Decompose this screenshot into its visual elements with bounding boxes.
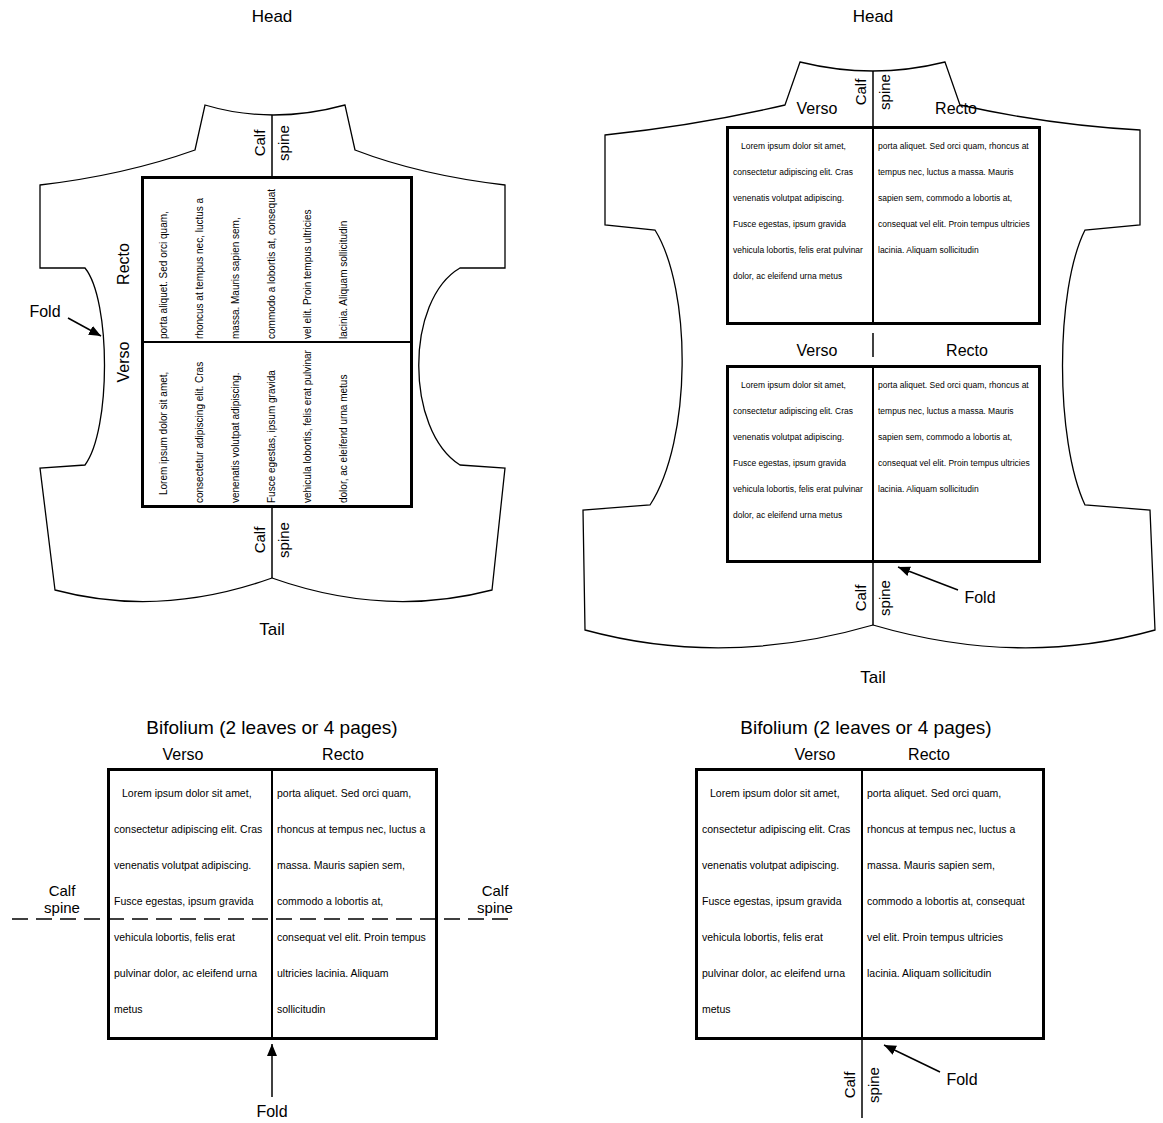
bifolium: Bifolium (2 leaves or 4 pages)VersoLorem…: [695, 712, 1045, 1040]
fold-arrow: [898, 567, 958, 590]
page-text: Lorem ipsum dolor sit amet, consectetur …: [733, 133, 868, 289]
bifolium: Bifolium (2 leaves or 4 pages)VersoLorem…: [107, 712, 438, 1040]
page: VersoLorem ipsum dolor sit amet, consect…: [726, 365, 873, 563]
page-heading: Recto: [115, 243, 133, 285]
fold-arrow: [68, 318, 101, 336]
spine-line: [271, 508, 273, 578]
page-text: porta aliquet. Sed orci quam, rhoncus at…: [277, 775, 431, 1027]
calf-spine-label: Calf spine: [44, 882, 80, 917]
page: VersoLorem ipsum dolor sit amet, consect…: [141, 342, 413, 508]
spine-line-dashed: [12, 918, 515, 920]
spine-line: [872, 563, 874, 625]
page-heading: Recto: [946, 342, 988, 360]
page: VersoLorem ipsum dolor sit amet, consect…: [695, 768, 862, 1040]
page-heading: Verso: [797, 100, 838, 118]
page-text: Lorem ipsum dolor sit amet, consectetur …: [733, 372, 868, 528]
page-heading: Verso: [797, 342, 838, 360]
calf-spine-label: Calf spine: [838, 1067, 886, 1103]
fold-label: Fold: [29, 303, 60, 321]
fold-label: Fold: [256, 1103, 287, 1121]
page-heading: Recto: [935, 100, 977, 118]
fold-arrow: [271, 1044, 273, 1097]
page-text: Lorem ipsum dolor sit amet, consectetur …: [146, 345, 362, 503]
fold-arrow: [884, 1045, 940, 1072]
calf-skin: HeadTailRectoporta aliquet. Sed orci qua…: [36, 100, 511, 615]
spine-line: [861, 1040, 863, 1118]
fold-arrows: [68, 318, 958, 1097]
calf-spine-label: Calf spine: [849, 74, 897, 110]
page-heading: Recto: [908, 746, 950, 764]
page: Rectoporta aliquet. Sed orci quam, rhonc…: [873, 126, 1041, 325]
skin-end-label: Head: [853, 7, 894, 27]
fold-label: Fold: [946, 1071, 977, 1089]
calf-spine-label: Calf spine: [849, 580, 897, 616]
page-heading: Verso: [163, 746, 204, 764]
bifolium-title: Bifolium (2 leaves or 4 pages): [146, 717, 397, 739]
page-text: porta aliquet. Sed orci quam, rhoncus at…: [867, 775, 1038, 991]
page: VersoLorem ipsum dolor sit amet, consect…: [107, 768, 272, 1040]
page-text: porta aliquet. Sed orci quam, rhoncus at…: [878, 372, 1034, 502]
page-heading: Recto: [322, 746, 364, 764]
calf-spine-label: Calf spine: [248, 522, 296, 558]
calf-skin: HeadTailVersoLorem ipsum dolor sit amet,…: [580, 55, 1160, 655]
page: Rectoporta aliquet. Sed orci quam, rhonc…: [141, 176, 413, 342]
calf-spine-label: Calf spine: [248, 125, 296, 161]
spine-line: [872, 71, 874, 126]
spine-line: [872, 333, 874, 357]
page-text: Lorem ipsum dolor sit amet, consectetur …: [702, 775, 857, 1027]
page: Rectoporta aliquet. Sed orci quam, rhonc…: [873, 365, 1041, 563]
page-heading: Verso: [795, 746, 836, 764]
page: Rectoporta aliquet. Sed orci quam, rhonc…: [862, 768, 1045, 1040]
page: Rectoporta aliquet. Sed orci quam, rhonc…: [272, 768, 438, 1040]
spine-line: [271, 115, 273, 176]
bifolium-title: Bifolium (2 leaves or 4 pages): [740, 717, 991, 739]
page-text: Lorem ipsum dolor sit amet, consectetur …: [114, 775, 267, 1027]
fold-label: Fold: [964, 589, 995, 607]
calf-skin-outline: [580, 55, 1160, 655]
page: VersoLorem ipsum dolor sit amet, consect…: [726, 126, 873, 325]
calf-spine-label: Calf spine: [477, 882, 513, 917]
skin-end-label: Tail: [860, 668, 886, 688]
skin-end-label: Head: [252, 7, 293, 27]
page-heading: Verso: [115, 342, 133, 383]
page-text: porta aliquet. Sed orci quam, rhoncus at…: [878, 133, 1034, 263]
skin-end-label: Tail: [259, 620, 285, 640]
page-text: porta aliquet. Sed orci quam, rhoncus at…: [146, 181, 362, 339]
